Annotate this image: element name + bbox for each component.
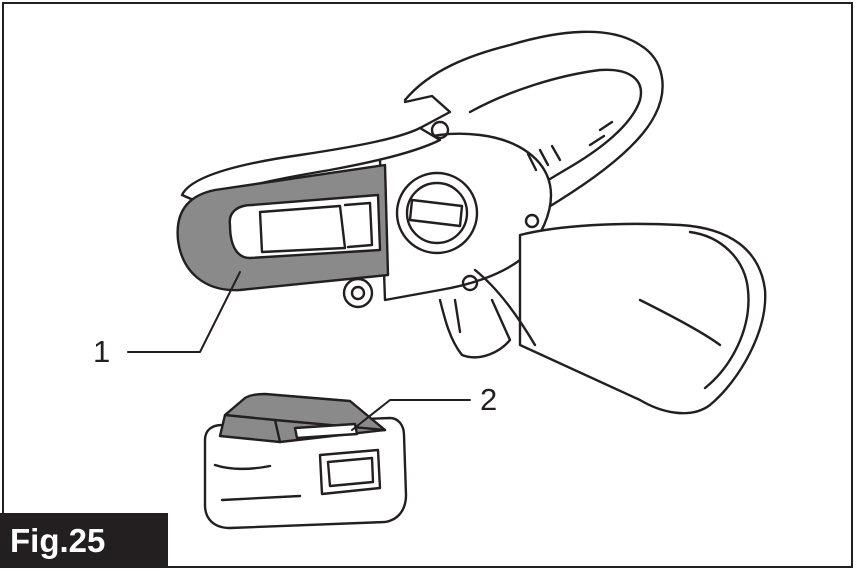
chain-cover-part-1 — [176, 163, 390, 309]
leader-line-2 — [351, 399, 471, 431]
callout-number-2: 2 — [480, 382, 498, 417]
battery-cartridge-part-2 — [203, 392, 408, 530]
tool-body — [378, 132, 767, 415]
callout-number-1: 1 — [93, 334, 111, 369]
tool-handle — [403, 30, 664, 227]
figure-label: Fig.25 — [0, 513, 168, 568]
leader-line-1 — [127, 271, 241, 353]
